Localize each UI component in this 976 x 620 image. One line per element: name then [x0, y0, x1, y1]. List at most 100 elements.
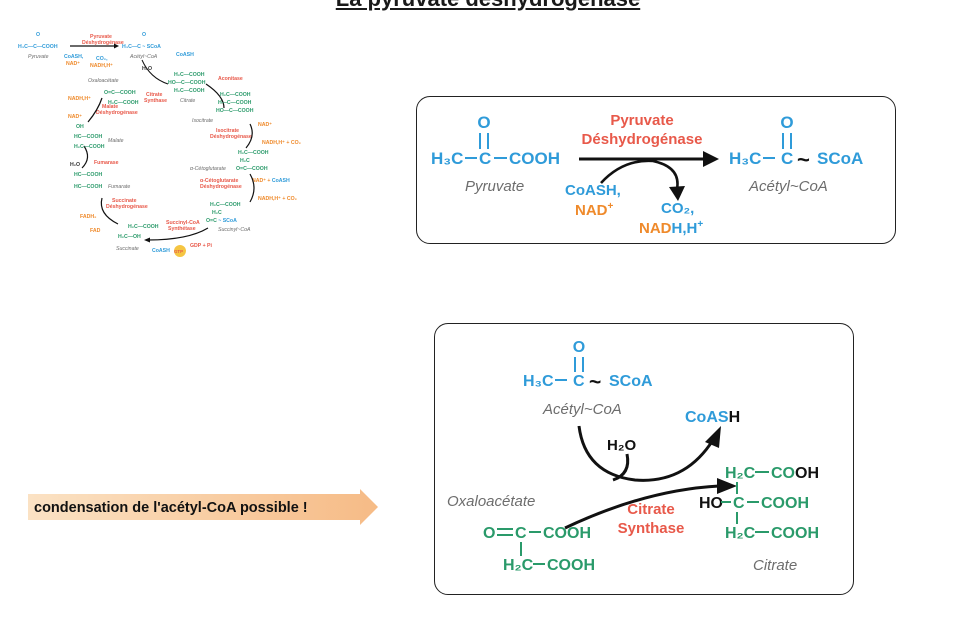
- svg-text:H₂C—COOH: H₂C—COOH: [174, 88, 205, 94]
- mini-icdh-2: Déshydrogénase: [210, 134, 252, 140]
- acetyl-scoa: SCoA: [817, 149, 863, 168]
- svg-text:H—C—COOH: H—C—COOH: [218, 100, 252, 106]
- mini-succinate: Succinate: [116, 246, 139, 252]
- mini-akgdh-2: Déshydrogénase: [200, 184, 242, 190]
- cs-reaction-svg: O H₃C C ~ SCoA Acétyl~CoA CoASH H₂O Oxal…: [447, 339, 819, 574]
- mini-icdh-1: Isocitrate: [216, 128, 239, 134]
- mini-isocitrate: Isocitrate: [192, 118, 213, 124]
- svg-text:H₂C—COOH: H₂C—COOH: [74, 144, 105, 150]
- acetyl-o: O: [780, 113, 793, 132]
- pyruvate-c: C: [479, 149, 491, 168]
- svg-text:NADH,H+: NADH,H+: [639, 219, 703, 237]
- mini-pdh-2: Déshydrogénase: [82, 40, 124, 46]
- page-title: La pyruvate déshydrogénase: [0, 0, 976, 12]
- acetyl-c: C: [781, 149, 793, 168]
- svg-text:H₂C—COOH: H₂C—COOH: [220, 92, 251, 98]
- pyruvate-o: O: [477, 113, 490, 132]
- mini-nadh: NADH,H⁺: [90, 63, 113, 69]
- mini-sdh-1: Succinate: [112, 198, 137, 204]
- svg-text:NAD+: NAD+: [575, 201, 614, 219]
- mini-gtp: GTP: [174, 249, 183, 254]
- pdh-reaction-svg: O H₃C C COOH Pyruvate Pyruvate Déshydrog…: [431, 112, 863, 237]
- cs-h2o: H₂O: [607, 437, 636, 454]
- pdh-enzyme-line1: Pyruvate: [610, 112, 673, 129]
- svg-text:H₂C—COOH: H₂C—COOH: [174, 72, 205, 78]
- pdh-main-arrow: [703, 151, 719, 167]
- mini-akg: α-Cétoglutarate: [190, 166, 226, 172]
- mini-fumarate: Fumarate: [108, 184, 130, 190]
- cs-oxalo-c: C: [515, 525, 527, 542]
- svg-text:NADH,H⁺: NADH,H⁺: [68, 96, 91, 102]
- mini-scs-1: Succinyl-CoA: [166, 220, 200, 226]
- cs-acetyl-label: Acétyl~CoA: [542, 401, 622, 418]
- svg-text:CoASH: CoASH: [685, 409, 740, 426]
- cs-cit-h2c2: H₂C: [725, 525, 756, 542]
- mini-citrate: Citrate: [180, 98, 195, 104]
- svg-text:NAD⁺: NAD⁺: [258, 122, 272, 128]
- cs-citrate-arrowhead: [717, 478, 737, 494]
- mini-oxalo: Oxaloacétate: [88, 78, 119, 84]
- cs-citrate-label: Citrate: [753, 557, 797, 574]
- cs-cit-cooh: COOH: [761, 495, 809, 512]
- cs-oxalo-cooh2: COOH: [547, 557, 595, 574]
- cs-cit-ho: HO: [699, 495, 723, 512]
- mini-co2: CO₂,: [96, 56, 108, 62]
- mini-akgdh-1: α-Cétoglutarate: [200, 178, 238, 184]
- cs-oxalo-label: Oxaloacétate: [447, 493, 535, 510]
- cs-reaction-box: O H₃C C ~ SCoA Acétyl~CoA CoASH H₂O Oxal…: [434, 323, 854, 595]
- svg-text:H₂C: H₂C: [240, 158, 250, 164]
- mini-pdh-1: Pyruvate: [90, 34, 112, 40]
- svg-text:COOH: COOH: [771, 465, 819, 482]
- mini-coash: CoASH,: [64, 54, 84, 60]
- mini-cs-1: Citrate: [146, 92, 163, 98]
- pyruvate-label: Pyruvate: [465, 178, 524, 195]
- cs-enzyme-line1: Citrate: [627, 501, 675, 518]
- svg-text:H₂C—COOH: H₂C—COOH: [238, 150, 269, 156]
- pdh-nad: NAD: [575, 202, 608, 219]
- callout-text: condensation de l'acétyl-CoA possible !: [34, 500, 308, 516]
- svg-text:H₂C—COOH: H₂C—COOH: [108, 100, 139, 106]
- svg-text:O: O: [142, 32, 146, 38]
- pyruvate-h3c: H₃C: [431, 149, 463, 168]
- cs-coash-a: CoAS: [685, 409, 729, 426]
- svg-text:OH: OH: [76, 124, 84, 130]
- cs-acetyl-h3c: H₃C: [523, 373, 554, 390]
- svg-text:H₂C—COOH: H₂C—COOH: [210, 202, 241, 208]
- mini-fumarase: Fumarase: [94, 160, 119, 166]
- mini-mdh-1: Malate: [102, 104, 118, 110]
- pdh-co2: CO₂,: [661, 200, 694, 217]
- acetyl-h3c: H₃C: [729, 149, 761, 168]
- svg-text:HC—COOH: HC—COOH: [74, 172, 102, 178]
- condensation-callout: condensation de l'acétyl-CoA possible !: [28, 489, 378, 525]
- pdh-reaction-box: O H₃C C COOH Pyruvate Pyruvate Déshydrog…: [416, 96, 896, 244]
- svg-text:NADH,H⁺ + CO₂: NADH,H⁺ + CO₂: [262, 140, 302, 146]
- cs-acetyl-o: O: [573, 339, 585, 356]
- cs-cit-c: C: [733, 495, 745, 512]
- svg-text:CoASH: CoASH: [152, 248, 170, 254]
- mini-nad: NAD⁺: [66, 61, 80, 67]
- mini-succoa: Succinyl~CoA: [218, 227, 251, 233]
- acetyl-label: Acétyl~CoA: [748, 178, 828, 195]
- mini-aconitase: Aconitase: [218, 76, 243, 82]
- mini-malate: Malate: [108, 138, 124, 144]
- cs-coash-arrowhead: [705, 426, 721, 448]
- mini-fad: FAD: [90, 228, 101, 234]
- svg-text:HO—C—COOH: HO—C—COOH: [168, 80, 206, 86]
- svg-text:O=C—COOH: O=C—COOH: [236, 166, 268, 172]
- cs-acetyl-tilde: ~: [589, 371, 601, 394]
- mini-pyruvate: Pyruvate: [28, 54, 49, 60]
- cs-cit-cooh2: COOH: [771, 525, 819, 542]
- pyruvate-cooh: COOH: [509, 149, 560, 168]
- acetyl-tilde: ~: [797, 147, 810, 172]
- krebs-cycle-diagram: O H₃C—C—COOH Pyruvate Pyruvate Déshydrog…: [18, 32, 302, 257]
- svg-text:H₃C—C ~ SCoA: H₃C—C ~ SCoA: [122, 44, 161, 50]
- svg-text:H₃C—C—COOH: H₃C—C—COOH: [18, 44, 58, 50]
- cs-acetyl-c: C: [573, 373, 585, 390]
- mini-cs-2: Synthase: [144, 98, 167, 104]
- mini-gdp: GDP + Pi: [190, 243, 213, 249]
- mini-scs-2: Synthétase: [168, 226, 196, 232]
- svg-text:H₂C—COOH: H₂C—COOH: [128, 224, 159, 230]
- svg-text:HC—COOH: HC—COOH: [74, 134, 102, 140]
- svg-text:O=C ~ SCoA: O=C ~ SCoA: [206, 218, 237, 224]
- svg-text:NAD⁺: NAD⁺: [68, 114, 82, 120]
